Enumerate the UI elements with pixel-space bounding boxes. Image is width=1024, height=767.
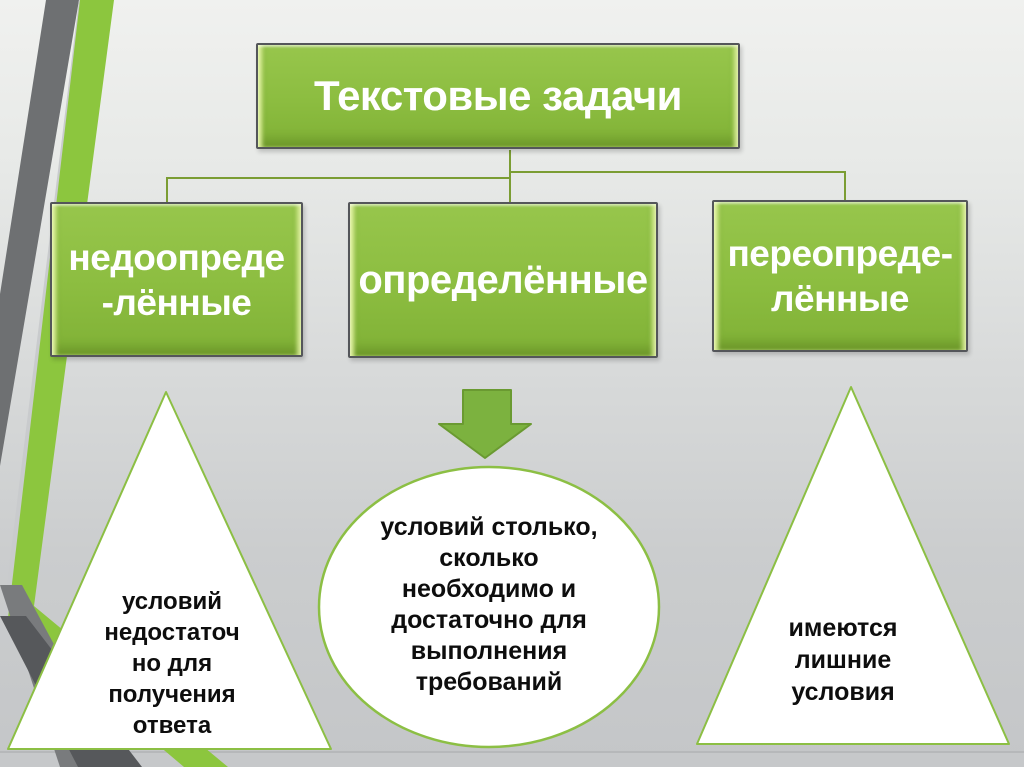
right-triangle-label: имеются лишние условия [788,614,898,706]
child-node-underdetermined: недоопреде -лённые [50,202,303,357]
child-node-determined: определённые [348,202,658,358]
tree-connector-lines [166,150,846,203]
decor-stripe-green [8,0,228,767]
left-triangle-shape [7,391,332,750]
decor-stripe-gray-top-left [0,0,79,466]
center-ellipse-shape [317,465,661,749]
floor-line [0,751,1024,753]
child-node-overdetermined: переопреде- лённые [712,200,968,352]
root-node-text-problems: Текстовые задачи [256,43,740,149]
right-triangle-shape [696,386,1010,745]
down-arrow-icon [438,389,532,459]
floor-band [0,753,1024,767]
center-ellipse-label: условий столько, сколько необходимо и до… [380,513,598,696]
left-triangle-label: условий недостаточ но для получения отве… [104,588,240,739]
